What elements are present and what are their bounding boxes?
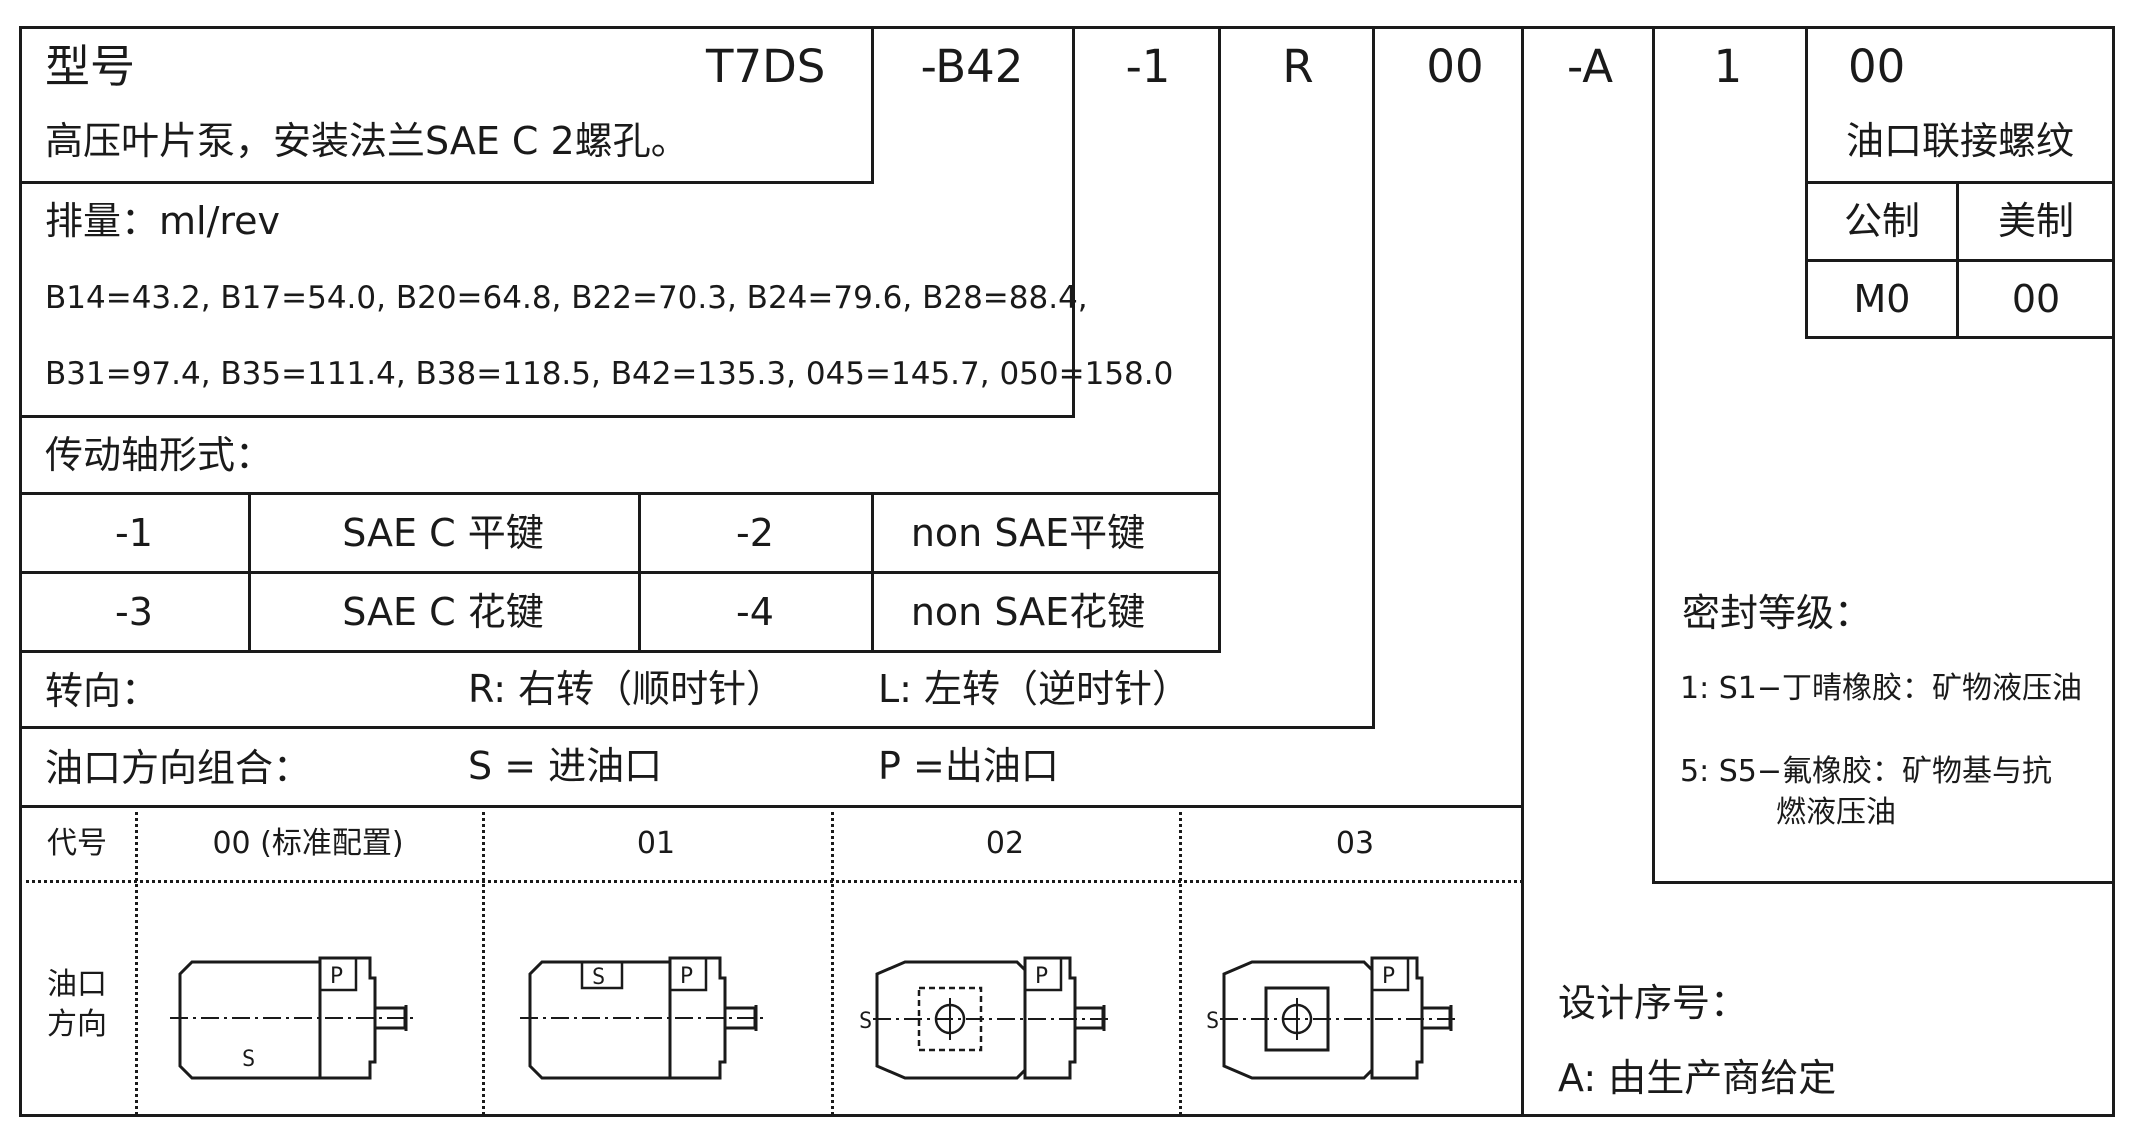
port-option-00: 00 (标准配置) — [212, 826, 404, 861]
seal-title: 密封等级： — [1682, 591, 1873, 635]
rotation-left: L: 左转（逆时针） — [878, 667, 1191, 711]
seal-option-5-cont: 燃液压油 — [1776, 795, 1896, 830]
divider — [19, 726, 1374, 729]
divider — [19, 650, 1220, 653]
port-option-03: 03 — [1335, 826, 1375, 861]
port-combo-title: 油口方向组合： — [45, 746, 312, 790]
divider — [248, 492, 251, 650]
position-header: 油口 — [47, 967, 107, 1002]
port-option-02: 02 — [985, 826, 1025, 861]
model-description: 高压叶片泵，安装法兰SAE C 2螺孔。 — [45, 119, 689, 163]
suction-legend: S = 进油口 — [468, 744, 663, 788]
displacement-line-1: B14=43.2, B17=54.0, B20=64.8, B22=70.3, … — [45, 280, 1088, 316]
model-series: T7DS — [706, 40, 826, 93]
shaft-code: -2 — [736, 511, 774, 555]
svg-text:S: S — [859, 1009, 872, 1034]
imperial-code: 00 — [2011, 277, 2061, 321]
displacement-title: 排量：ml/rev — [45, 199, 281, 243]
divider — [1652, 26, 1655, 884]
metric-code: M0 — [1853, 277, 1911, 321]
divider — [19, 415, 1075, 418]
svg-text:P: P — [1035, 964, 1048, 989]
frame-bottom — [19, 1114, 2114, 1117]
port-thread-title: 油口联接螺纹 — [1846, 119, 2075, 163]
svg-text:P: P — [330, 964, 343, 989]
port-option-01: 01 — [636, 826, 676, 861]
shaft-description: non SAE平键 — [910, 511, 1146, 555]
code-column-header: 代号 — [47, 826, 107, 861]
port-diagram-01: P S — [520, 956, 768, 1080]
divider — [1179, 805, 1182, 1115]
design-value: A: 由生产商给定 — [1558, 1056, 1837, 1100]
svg-text:S: S — [1206, 1009, 1219, 1034]
design-title: 设计序号： — [1558, 981, 1749, 1025]
svg-text:S: S — [592, 965, 605, 990]
divider — [1072, 26, 1075, 418]
divider — [19, 805, 1523, 808]
position-header: 方向 — [47, 1007, 107, 1042]
divider — [1805, 336, 2115, 339]
code-port-combo: 00 — [1426, 40, 1484, 93]
svg-text:S: S — [242, 1047, 255, 1072]
seal-option-1: 1: S1−丁晴橡胶：矿物液压油 — [1680, 671, 2082, 706]
port-diagram-03: S P — [1206, 956, 1458, 1080]
divider — [831, 805, 834, 1115]
rotation-title: 转向： — [45, 669, 160, 713]
metric-label: 公制 — [1843, 199, 1921, 243]
port-diagram-00: P S — [170, 956, 418, 1080]
shaft-description: non SAE花键 — [910, 590, 1146, 634]
shaft-description: SAE C 花键 — [342, 590, 544, 634]
frame-top — [19, 26, 2114, 29]
frame-right — [2112, 26, 2115, 1117]
divider — [19, 880, 1523, 883]
model-label: 型号 — [45, 40, 136, 93]
divider — [1372, 26, 1375, 729]
code-displacement: -B42 — [920, 40, 1024, 93]
seal-option-5: 5: S5−氟橡胶：矿物基与抗 — [1680, 754, 2052, 789]
divider — [1218, 26, 1221, 653]
divider — [1652, 881, 2115, 884]
svg-text:P: P — [680, 964, 693, 989]
divider — [19, 492, 1220, 495]
divider — [19, 181, 873, 184]
shaft-description: SAE C 平键 — [342, 511, 544, 555]
divider — [1805, 181, 2115, 184]
code-rotation: R — [1282, 40, 1314, 93]
pressure-legend: P =出油口 — [878, 744, 1059, 788]
divider — [1956, 181, 1959, 339]
code-shaft: -1 — [1125, 40, 1171, 93]
code-port-thread: 00 — [1848, 40, 1906, 93]
imperial-label: 美制 — [1997, 199, 2075, 243]
shaft-code: -3 — [115, 590, 153, 634]
shaft-code: -4 — [736, 590, 774, 634]
shaft-code: -1 — [115, 511, 153, 555]
displacement-line-2: B31=97.4, B35=111.4, B38=118.5, B42=135.… — [45, 356, 1174, 392]
divider — [135, 805, 138, 1115]
rotation-right: R: 右转（顺时针） — [468, 667, 785, 711]
code-seal: 1 — [1713, 40, 1743, 93]
divider — [1521, 26, 1524, 1117]
divider — [871, 26, 874, 184]
divider — [871, 492, 874, 650]
divider — [482, 805, 485, 1115]
code-design: -A — [1566, 40, 1614, 93]
shaft-title: 传动轴形式： — [45, 433, 274, 477]
svg-text:P: P — [1382, 964, 1395, 989]
divider — [1805, 259, 2115, 262]
port-diagram-02: S P — [859, 956, 1111, 1080]
divider — [19, 571, 1220, 574]
divider — [638, 492, 641, 650]
